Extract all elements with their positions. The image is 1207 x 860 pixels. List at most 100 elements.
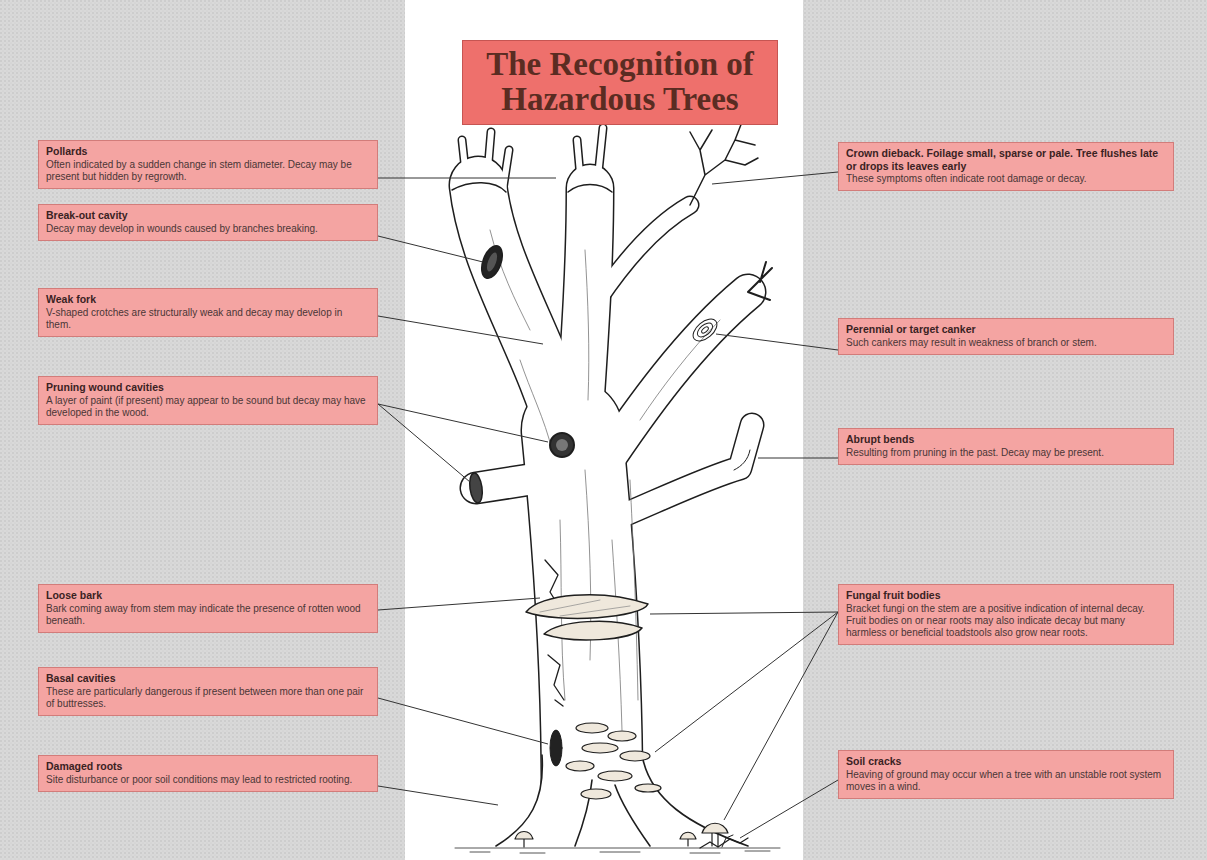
leader-lines-part [378, 404, 548, 442]
tree-drawing-part-part [701, 326, 710, 334]
tree-drawing-part [468, 472, 484, 503]
tree-drawing-part-part [476, 478, 540, 488]
background-panels-part [0, 0, 405, 860]
tree-drawing-part-part [598, 205, 690, 300]
callout-body: V-shaped crotches are structurally weak … [46, 307, 370, 331]
tree-drawing-part [689, 315, 721, 345]
background-panels-part [803, 0, 1207, 860]
leader-lines-part [378, 598, 540, 610]
callout-heading: Weak fork [46, 293, 370, 306]
tree-drawing-part-part [455, 848, 780, 849]
tree-drawing-part-part [702, 823, 728, 833]
leader-lines-part [378, 698, 548, 744]
tree-drawing-part-part [452, 183, 506, 192]
tree-drawing-part [485, 251, 499, 273]
callout-body: These symptoms often indicate root damag… [846, 173, 1166, 185]
callout-box: Abrupt bendsResulting from pruning in th… [838, 428, 1174, 465]
tree-drawing-part-part [608, 731, 636, 741]
callout-heading: Break-out cavity [46, 209, 370, 222]
leader-lines-part [650, 612, 838, 614]
tree-drawing-part-part [689, 315, 721, 345]
leader-lines-part [758, 458, 838, 459]
tree-drawing-part-part [712, 832, 718, 846]
tree-drawing-part-part [566, 761, 594, 771]
tree-drawing-part [734, 450, 750, 470]
callout-body: Decay may develop in wounds caused by br… [46, 223, 370, 235]
tree-drawing-part-part [695, 320, 715, 339]
tree-drawing-part [496, 755, 748, 846]
tree-drawing-part [452, 183, 612, 192]
background-panels-part [803, 0, 1207, 860]
leader-lines-part [655, 612, 838, 752]
callout-heading: Perennial or target canker [846, 323, 1166, 336]
callout-heading: Pollards [46, 145, 370, 158]
tree-drawing-part-part [470, 851, 770, 853]
leader-lines [378, 172, 838, 838]
callout-body: Often indicated by a sudden change in st… [46, 159, 370, 183]
callout-body: Site disturbance or poor soil conditions… [46, 774, 370, 786]
callout-heading: Fungal fruit bodies [846, 589, 1166, 602]
leader-lines-part [378, 316, 543, 344]
tree-drawing-part-part [515, 832, 533, 840]
tree-drawing-part-part [581, 789, 611, 799]
tree-drawing-part-part [478, 185, 568, 440]
title-text: The Recognition of Hazardous Trees [471, 47, 769, 116]
tree-drawing-part-part [496, 755, 542, 846]
tree-drawing-part-part [582, 743, 618, 753]
tree-drawing-part [526, 595, 648, 619]
tree-drawing-part [550, 433, 574, 457]
leader-lines-part [378, 236, 483, 262]
tree-drawing-part-part [630, 480, 638, 700]
tree-drawing-part-part [680, 832, 696, 839]
tree-drawing-part-part [635, 784, 661, 792]
tree-drawing-part-part [600, 292, 748, 470]
callout-heading: Crown dieback. Foilage small, sparse or … [846, 147, 1166, 172]
callout-heading: Soil cracks [846, 755, 1166, 768]
callout-box: Weak forkV-shaped crotches are structura… [38, 288, 378, 337]
title-banner: The Recognition of Hazardous Trees [462, 40, 778, 125]
tree-drawing-part-part [642, 755, 748, 846]
tree-drawing-part-part [612, 425, 752, 520]
callout-box: Pruning wound cavitiesA layer of paint (… [38, 376, 378, 425]
callout-body: A layer of paint (if present) may appear… [46, 395, 370, 419]
callout-body: Resulting from pruning in the past. Deca… [846, 447, 1166, 459]
tree-drawing-part [455, 848, 780, 853]
tree-drawing-part-part [620, 751, 650, 761]
callout-body: Bracket fungi on the stem are a positive… [846, 603, 1166, 639]
callout-body: These are particularly dangerous if pres… [46, 686, 370, 710]
callout-box: Damaged rootsSite disturbance or poor so… [38, 755, 378, 792]
tree-drawing-part [556, 439, 568, 451]
tree-drawing-part-part [598, 771, 632, 781]
leader-lines-part [716, 334, 838, 350]
background-panels-part [0, 0, 405, 860]
leader-lines-part [740, 780, 838, 838]
tree-drawing-part-part [478, 185, 568, 440]
tree-drawing-part-part [576, 723, 608, 733]
tree-drawing-part-part [600, 292, 748, 470]
leader-lines-part [378, 404, 470, 482]
callout-box: Basal cavitiesThese are particularly dan… [38, 667, 378, 716]
callout-box: Loose barkBark coming away from stem may… [38, 584, 378, 633]
tree-drawing-part [566, 723, 661, 799]
callout-body: Bark coming away from stem may indicate … [46, 603, 370, 627]
leader-lines-part [724, 612, 838, 820]
tree-drawing-part [544, 621, 642, 640]
tree-drawing-part [550, 730, 562, 766]
callout-heading: Loose bark [46, 589, 370, 602]
tree-drawing-part [515, 823, 728, 847]
tree-drawing-part [476, 185, 752, 790]
leader-lines-part [712, 172, 838, 184]
tree-drawing-part [496, 755, 748, 846]
leader-lines-part [378, 178, 556, 179]
callout-body: Heaving of ground may occur when a tree … [846, 769, 1166, 793]
tree-drawing-part-part [615, 785, 650, 846]
callout-box: Fungal fruit bodiesBracket fungi on the … [838, 584, 1174, 645]
callout-heading: Pruning wound cavities [46, 381, 370, 394]
callout-box: Crown dieback. Foilage small, sparse or … [838, 142, 1174, 191]
tree-drawing-part [690, 122, 758, 205]
tree-drawing-part-part [640, 320, 720, 420]
callout-heading: Abrupt bends [846, 433, 1166, 446]
